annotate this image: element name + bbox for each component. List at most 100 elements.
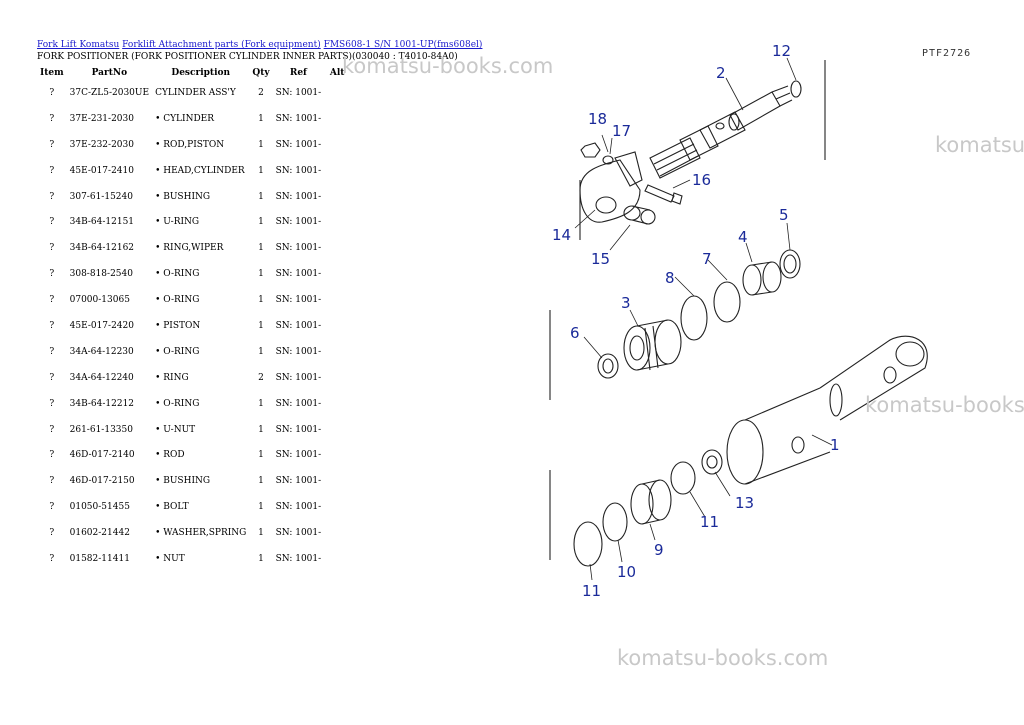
callout-9: 9 (654, 541, 664, 559)
cell-description: • U-NUT (155, 424, 196, 435)
header-qty: Qty (252, 68, 270, 78)
cell-partno: 308-818-2540 (69, 269, 133, 280)
part-3-head-cylinder (623, 319, 682, 371)
cell-ref: SN: 1001- (275, 528, 322, 539)
cell-ref: SN: 1001- (275, 320, 322, 331)
cell-qty: 1 (258, 476, 264, 487)
cell-alt (324, 209, 350, 235)
cell-alt (324, 235, 350, 261)
part-7-oring (713, 281, 741, 323)
exploded-parts-diagram: PTF2726 12 2 18 17 16 14 15 5 4 7 8 3 6 … (549, 42, 971, 600)
cell-ref: SN: 1001- (275, 217, 322, 228)
callout-8: 8 (665, 269, 675, 287)
callout-6: 6 (570, 324, 580, 342)
cell-partno: 34A-64-12240 (69, 372, 134, 383)
part-12-oring (790, 80, 802, 98)
cell-partno: 37C-ZL5-2030UE (69, 87, 150, 98)
cell-qty: 1 (258, 320, 264, 331)
cell-item: ? (49, 424, 55, 435)
cell-alt (324, 158, 350, 184)
part-14-head (579, 151, 643, 223)
cell-partno: 01602-21442 (69, 528, 130, 539)
cell-item: ? (49, 320, 55, 331)
cell-qty: 1 (258, 450, 264, 461)
callout-7: 7 (702, 250, 712, 268)
cell-ref: SN: 1001- (275, 113, 322, 124)
breadcrumb-link-model[interactable]: FMS608-1 S/N 1001-UP(fms608el) (323, 40, 483, 50)
cell-ref: SN: 1001- (275, 269, 322, 280)
cell-qty: 1 (258, 243, 264, 254)
cell-partno: 46D-017-2150 (69, 476, 135, 487)
cell-ref: SN: 1001- (275, 424, 322, 435)
cell-partno: 34B-64-12151 (69, 217, 135, 228)
cell-description: • BOLT (155, 502, 189, 513)
part-11-ring-lower (573, 521, 603, 567)
header-item: Item (40, 68, 64, 78)
part-16-bolt (644, 184, 683, 205)
callout-1: 1 (830, 436, 840, 454)
diagram-code: PTF2726 (922, 48, 971, 59)
callout-3: 3 (621, 294, 631, 312)
cell-alt (324, 339, 350, 365)
callout-17: 17 (612, 122, 631, 140)
cell-item: ? (49, 502, 55, 513)
header-alt: Alt (329, 68, 345, 78)
cell-partno: 07000-13065 (69, 295, 130, 306)
cell-alt (324, 132, 350, 158)
cell-description: • PISTON (155, 320, 201, 331)
callout-18: 18 (588, 110, 607, 128)
cell-alt (324, 106, 350, 132)
part-9-piston (630, 479, 672, 525)
cell-qty: 1 (258, 217, 264, 228)
cell-ref: SN: 1001- (275, 553, 322, 564)
cell-description: • ROD,PISTON (155, 139, 225, 150)
callout-4: 4 (738, 228, 748, 246)
cell-partno: 34B-64-12212 (69, 398, 135, 409)
cell-qty: 1 (258, 502, 264, 513)
cell-alt (324, 365, 350, 391)
cell-alt (324, 546, 350, 572)
cell-ref: SN: 1001- (275, 191, 322, 202)
header-ref: Ref (289, 68, 307, 78)
cell-alt (324, 442, 350, 468)
cell-qty: 1 (258, 346, 264, 357)
cell-description: • BUSHING (155, 476, 211, 487)
cell-item: ? (49, 165, 55, 176)
part-8-oring (680, 295, 708, 341)
breadcrumb-link-attachment-parts[interactable]: Forklift Attachment parts (Fork equipmen… (122, 40, 321, 50)
cell-partno: 261-61-13350 (69, 424, 133, 435)
cell-item: ? (49, 139, 55, 150)
cell-qty: 1 (258, 113, 264, 124)
part-4-uring (742, 261, 782, 296)
callout-11-upper: 11 (700, 513, 719, 531)
callout-14: 14 (552, 226, 571, 244)
part-6-ring (597, 353, 619, 379)
cell-qty: 1 (258, 269, 264, 280)
cell-alt (324, 261, 350, 287)
watermark-right-mid: komatsu-books (865, 393, 1024, 417)
part-18-nut (580, 142, 601, 158)
header-partno: PartNo (91, 68, 128, 78)
breadcrumb-link-forklift-komatsu[interactable]: Fork Lift Komatsu (37, 40, 120, 50)
callout-11-lower: 11 (582, 582, 601, 600)
page-title: FORK POSITIONER (FORK POSITIONER CYLINDE… (37, 52, 458, 62)
cell-ref: SN: 1001- (275, 139, 322, 150)
cell-alt (324, 313, 350, 339)
part-13-unut (701, 449, 723, 475)
cell-description: • BUSHING (155, 191, 211, 202)
cell-item: ? (49, 372, 55, 383)
cell-alt (324, 520, 350, 546)
cell-partno: 01582-11411 (69, 553, 130, 564)
callout-15: 15 (591, 250, 610, 268)
part-2-rod (649, 85, 793, 179)
cell-ref: SN: 1001- (275, 476, 322, 487)
